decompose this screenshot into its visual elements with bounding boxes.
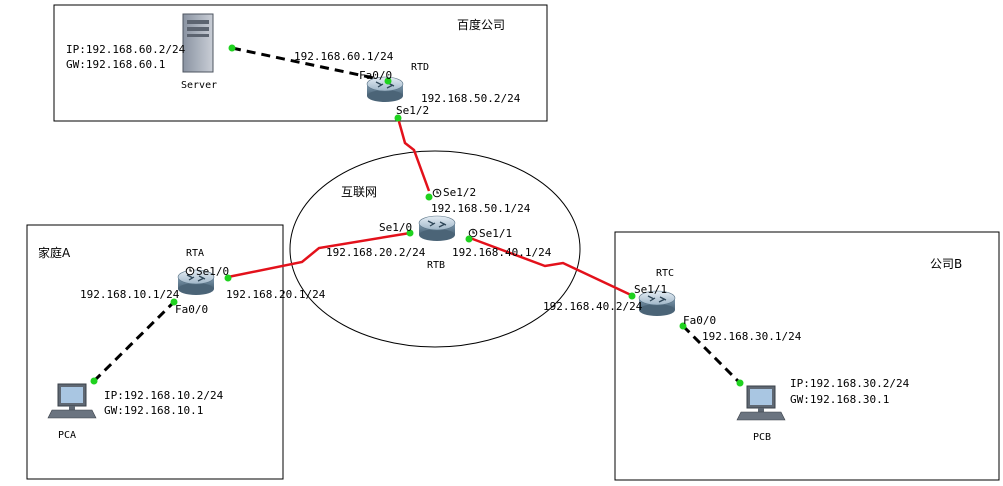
device-label-server: Server <box>181 80 217 91</box>
router-icon-rtb[interactable] <box>418 215 456 242</box>
pc-icon-pca[interactable] <box>47 383 97 419</box>
address-label: 192.168.60.1/24 <box>294 50 394 63</box>
region-label-internet: 互联网 <box>341 185 377 199</box>
port-status-dots <box>90 44 744 387</box>
interface-label-rta-fa: Fa0/0 <box>175 303 208 316</box>
device-label-rtd: RTD <box>411 62 429 73</box>
region-label-company-b: 公司B <box>930 257 962 271</box>
address-label: 192.168.50.1/24 <box>431 202 531 215</box>
server-device[interactable] <box>182 13 214 73</box>
address-label: 192.168.40.2/24 <box>543 300 643 313</box>
address-label: 192.168.20.2/24 <box>326 246 426 259</box>
address-label: 192.168.30.1/24 <box>702 330 802 343</box>
device-label-rta: RTA <box>186 248 204 259</box>
region-frame-home <box>26 224 284 480</box>
interface-label-rtd-fa: Fa0/0 <box>359 69 392 82</box>
interface-label-rta-se: Se1/0 <box>196 265 229 278</box>
link-pca-rta <box>92 300 176 383</box>
interface-label-rtc-se: Se1/1 <box>634 283 667 296</box>
link-server-rtd <box>231 46 389 83</box>
device-label-rtb: RTB <box>427 260 445 271</box>
clock-icon <box>185 266 195 276</box>
link-rtc-pcb <box>681 324 742 385</box>
server-ip-label: IP:192.168.60.2/24 <box>66 43 186 56</box>
pca-ip-label: IP:192.168.10.2/24 <box>104 389 224 402</box>
interface-label-rtb-se11: Se1/1 <box>479 227 512 240</box>
interface-label-rtb-se10: Se1/0 <box>379 221 412 234</box>
region-label-baidu: 百度公司 <box>457 17 505 32</box>
device-label-pcb: PCB <box>753 432 771 443</box>
pcb-gw-label: GW:192.168.30.1 <box>790 393 889 406</box>
pca-gw-label: GW:192.168.10.1 <box>104 404 203 417</box>
link-rtb-rtc <box>469 236 632 297</box>
interface-label-rtb-se12: Se1/2 <box>443 186 476 199</box>
region-frame-baidu <box>53 4 548 122</box>
pc-icon-pcb[interactable] <box>736 385 786 421</box>
device-label-rtc: RTC <box>656 268 674 279</box>
address-label: 192.168.50.2/24 <box>421 92 521 105</box>
address-label: 192.168.40.1/24 <box>452 246 552 259</box>
device-label-pca: PCA <box>58 430 76 441</box>
region-frame-company-b <box>614 231 1000 481</box>
region-frame-internet <box>289 150 581 348</box>
interface-label-rtc-fa: Fa0/0 <box>683 314 716 327</box>
address-label: 192.168.20.1/24 <box>226 288 326 301</box>
pcb-ip-label: IP:192.168.30.2/24 <box>790 377 910 390</box>
link-rta-rtb <box>227 231 411 279</box>
address-label: 192.168.10.1/24 <box>80 288 180 301</box>
region-label-home: 家庭A <box>38 245 71 260</box>
clock-icon <box>432 188 442 198</box>
interface-label-rtd-se: Se1/2 <box>396 104 429 117</box>
clock-icon <box>468 228 478 238</box>
link-rtd-rtb <box>396 117 431 192</box>
server-gw-label: GW:192.168.60.1 <box>66 58 165 71</box>
